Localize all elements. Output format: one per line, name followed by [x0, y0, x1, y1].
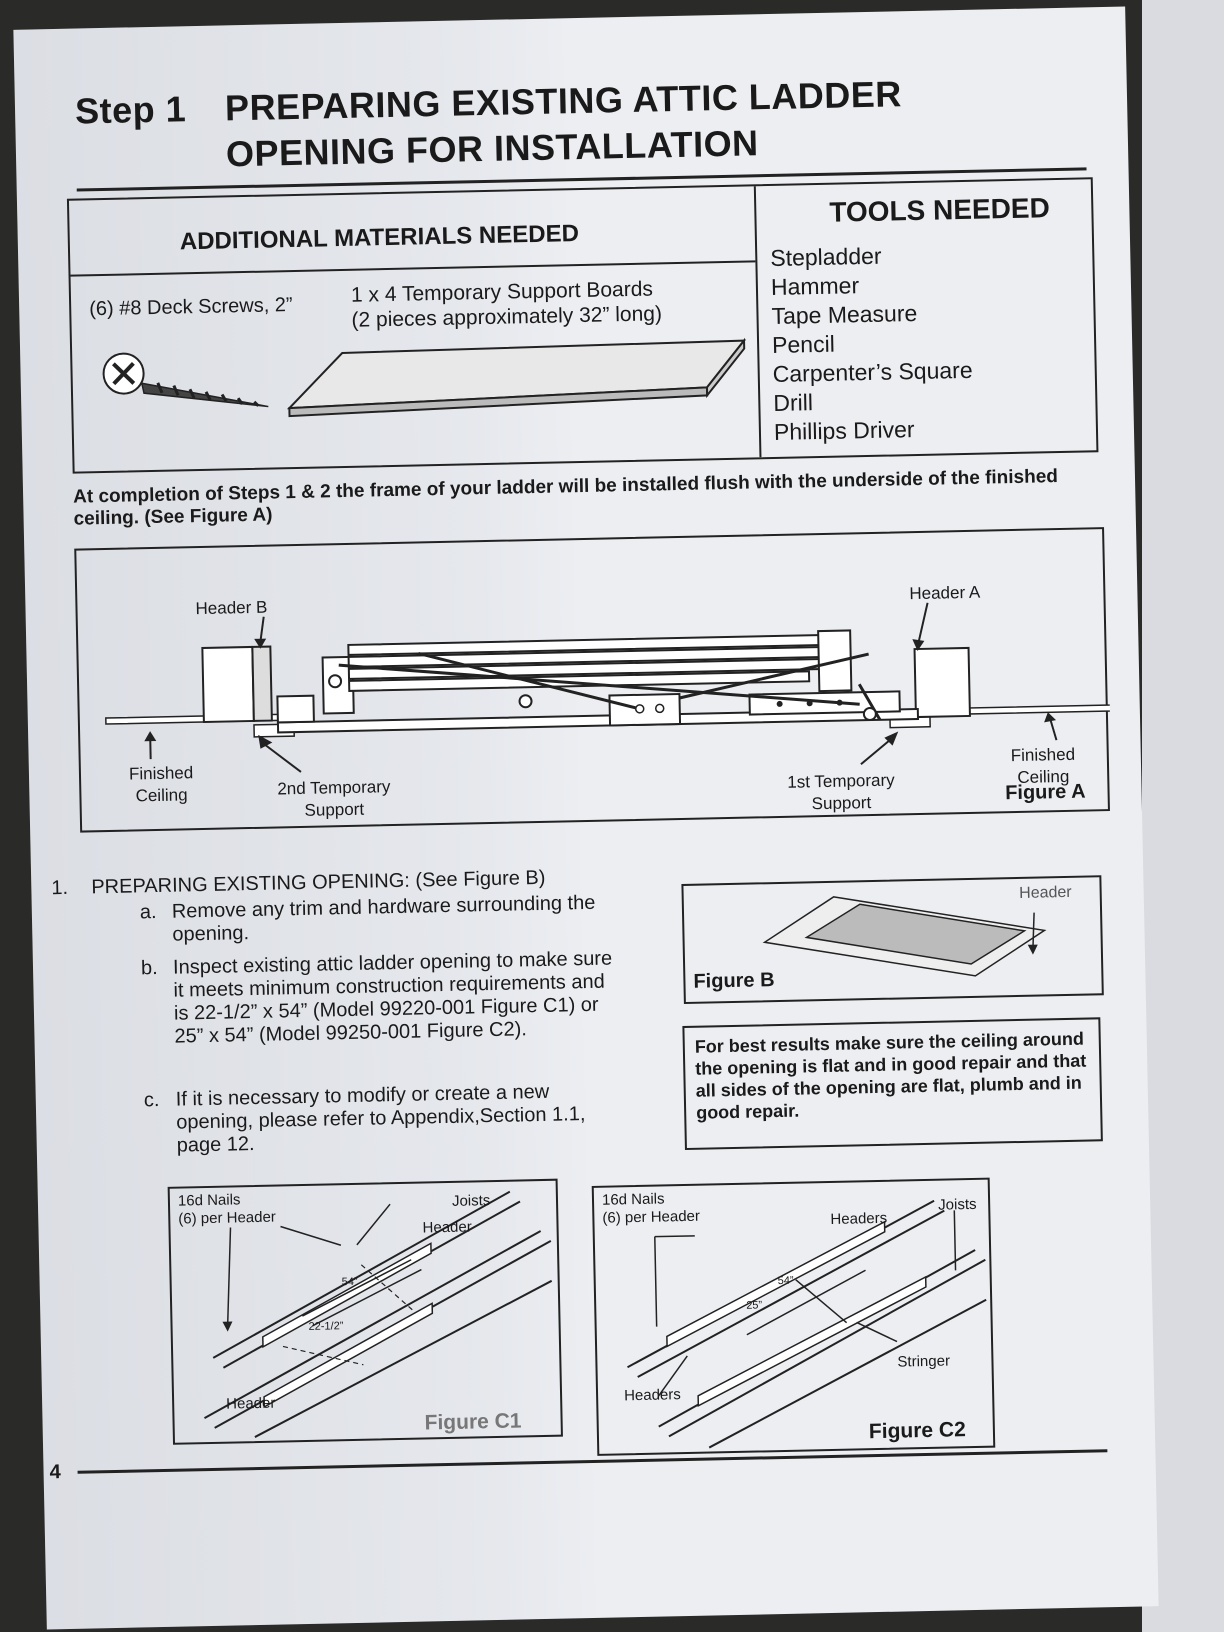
- header-b-label: Header B: [195, 597, 268, 619]
- figure-c1: 16d Nails (6) per Header Joists Header 5…: [167, 1178, 563, 1445]
- figure-c2-caption: Figure C2: [868, 1418, 966, 1444]
- tool-item: Hammer: [770, 272, 860, 301]
- first-support-label: 1st Temporary Support: [787, 770, 895, 814]
- ladder-frame-illustration: [105, 602, 1113, 773]
- step-b: b. Inspect existing attic ladder opening…: [140, 947, 613, 1048]
- tool-item: Carpenter’s Square: [772, 356, 973, 387]
- c1-length-dim: 54”: [341, 1275, 358, 1289]
- tool-item: Phillips Driver: [773, 416, 915, 445]
- c1-header-top-label: Header: [422, 1218, 472, 1237]
- figure-c2: 16d Nails (6) per Header Headers Joists …: [591, 1177, 996, 1456]
- completion-note: At completion of Steps 1 & 2 the frame o…: [72, 466, 1059, 530]
- tool-item: Stepladder: [770, 242, 882, 272]
- step-a: a. Remove any trim and hardware surround…: [139, 891, 596, 946]
- c1-nails-label: 16d Nails (6) per Header: [177, 1191, 277, 1228]
- tool-item: Tape Measure: [771, 299, 918, 330]
- c2-joists-label: Joists: [938, 1195, 977, 1214]
- c1-joists-label: Joists: [451, 1192, 491, 1210]
- deck-screws-item: (6) #8 Deck Screws, 2”: [89, 294, 293, 321]
- tools-header: TOOLS NEEDED: [829, 192, 1051, 228]
- c2-width-dim: 25”: [746, 1299, 763, 1312]
- finished-ceiling-left-label: Finished Ceiling: [128, 763, 194, 806]
- c2-length-dim: 54”: [777, 1274, 794, 1288]
- adjacent-page: [1142, 0, 1224, 1632]
- materials-tools-table: ADDITIONAL MATERIALS NEEDED TOOLS NEEDED…: [66, 177, 1099, 474]
- c1-header-bottom-label: Header: [226, 1394, 276, 1413]
- tools-list: Stepladder Hammer Tape Measure Pencil Ca…: [770, 240, 974, 447]
- second-support-label: 2nd Temporary Support: [277, 777, 391, 820]
- c1-width-dim: 22-1/2”: [308, 1320, 344, 1333]
- step-label: Step 1: [74, 88, 187, 132]
- screw-illustration: [102, 352, 269, 408]
- tool-item: Pencil: [771, 330, 836, 358]
- c2-nails-label: 16d Nails (6) per Header: [601, 1190, 701, 1227]
- framing-c2-illustration: [627, 1199, 987, 1449]
- ceiling-opening-illustration: [762, 896, 1047, 977]
- step-title-line2: OPENING FOR INSTALLATION: [225, 122, 759, 175]
- figure-a: Header B Header A Finished Ceiling 2nd T…: [74, 527, 1113, 833]
- step-c: c. If it is necessary to modify or creat…: [143, 1080, 586, 1157]
- support-boards-item: 1 x 4 Temporary Support Boards (2 pieces…: [350, 277, 663, 332]
- figure-c1-caption: Figure C1: [424, 1409, 522, 1435]
- tool-item: Drill: [773, 389, 814, 416]
- best-results-note: For best results make sure the ceiling a…: [682, 1017, 1103, 1150]
- figure-b-caption: Figure B: [693, 969, 775, 993]
- figure-b: Header Figure B: [681, 875, 1104, 1004]
- c2-stringer-label: Stringer: [897, 1352, 951, 1371]
- footer-rule: [77, 1449, 1108, 1474]
- board-illustration: [286, 337, 747, 418]
- c2-headers-bottom-label: Headers: [623, 1386, 681, 1405]
- materials-header: ADDITIONAL MATERIALS NEEDED: [179, 220, 580, 256]
- figure-b-header-label: Header: [1019, 883, 1072, 902]
- page-number: 4: [49, 1461, 61, 1484]
- figure-a-caption: Figure A: [1004, 780, 1086, 805]
- header-a-label: Header A: [909, 582, 981, 604]
- c2-headers-top-label: Headers: [830, 1209, 888, 1228]
- framing-c1-illustration: [203, 1190, 553, 1438]
